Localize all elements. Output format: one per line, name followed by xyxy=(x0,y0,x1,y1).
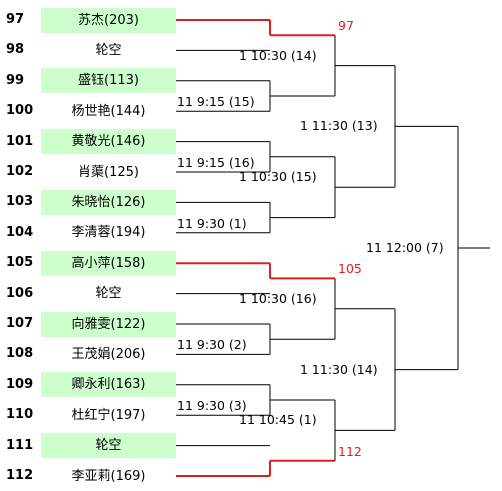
player-name: 朱晓怡(126) xyxy=(41,189,176,215)
match-label: 1 10:30 (16) xyxy=(239,290,317,306)
player-name: 王茂娟(206) xyxy=(71,346,146,362)
seed-number: 99 xyxy=(6,72,25,88)
player-name: 李清蓉(194) xyxy=(71,225,146,241)
player-name: 李亚莉(169) xyxy=(71,468,146,484)
final-match-label: 11 12:00 (7) xyxy=(366,240,444,255)
player-name: 杜红宁(197) xyxy=(71,407,146,423)
player-name: 轮空 xyxy=(95,42,122,58)
player-name: 轮空 xyxy=(95,286,122,302)
match-label: 11 9:30 (2) xyxy=(177,337,247,353)
match-label: 11 9:15 (16) xyxy=(177,154,255,170)
player-name: 杨世艳(144) xyxy=(71,103,146,119)
seed-number: 108 xyxy=(6,346,34,362)
seed-number: 106 xyxy=(6,285,34,301)
match-label: 1 10:30 (14) xyxy=(239,47,317,63)
match-label: 11 10:45 (1) xyxy=(239,412,317,428)
match-label: 1 11:30 (13) xyxy=(300,118,378,134)
match-label: 11 9:30 (3) xyxy=(177,398,247,413)
advance-seed-label: 97 xyxy=(338,18,354,34)
seed-number: 109 xyxy=(6,376,34,392)
seed-number: 98 xyxy=(6,42,25,58)
match-label: 11 9:15 (15) xyxy=(177,94,255,109)
advance-seed-label: 105 xyxy=(338,261,362,277)
player-name: 向雅雯(122) xyxy=(41,311,176,337)
seed-number: 105 xyxy=(6,255,34,271)
match-label: 1 11:30 (14) xyxy=(300,361,378,377)
match-label: 1 10:30 (15) xyxy=(239,169,317,185)
seed-number: 110 xyxy=(6,407,34,423)
match-label: 11 9:30 (1) xyxy=(177,215,247,231)
seed-number: 103 xyxy=(6,194,34,210)
seed-number: 102 xyxy=(6,164,34,179)
seed-number: 101 xyxy=(6,133,34,149)
seed-number: 107 xyxy=(6,316,34,331)
player-name: 肖蕖(125) xyxy=(78,164,139,180)
player-name: 高小萍(158) xyxy=(41,250,176,276)
seed-number: 104 xyxy=(6,224,34,240)
seed-number: 100 xyxy=(6,103,34,119)
seed-number: 112 xyxy=(6,468,34,483)
player-name: 轮空 xyxy=(41,433,176,459)
seed-number: 111 xyxy=(6,437,34,453)
player-name: 苏杰(203) xyxy=(41,7,176,33)
player-name: 黄敬光(146) xyxy=(41,129,176,155)
advance-seed-label: 112 xyxy=(338,443,362,459)
player-name: 盛钰(113) xyxy=(41,68,176,94)
seed-number: 97 xyxy=(6,12,25,27)
player-name: 卿永利(163) xyxy=(41,372,176,398)
